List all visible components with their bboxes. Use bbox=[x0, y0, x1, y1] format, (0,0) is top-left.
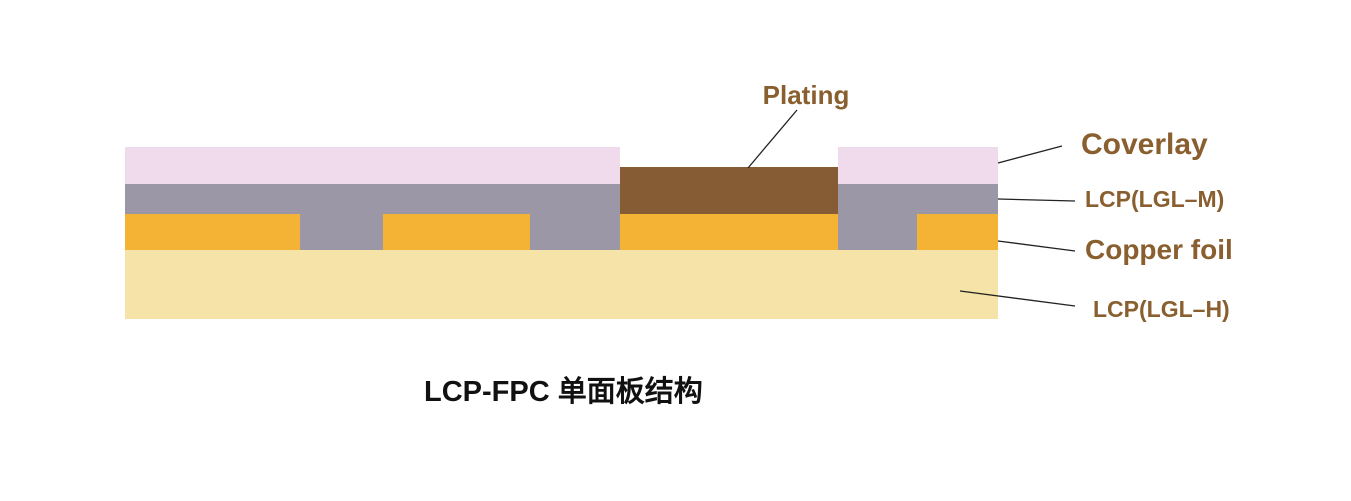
lcp-h-substrate-layer bbox=[125, 250, 998, 319]
diagram-caption: LCP-FPC 单面板结构 bbox=[424, 376, 703, 408]
copper-trace-2 bbox=[383, 214, 530, 250]
lcp-h-leader-line bbox=[959, 290, 1076, 307]
coverlay-label: Coverlay bbox=[1081, 128, 1208, 161]
plating-layer bbox=[620, 167, 838, 214]
lcp-h-label: LCP(LGL–H) bbox=[1093, 296, 1230, 322]
copper-foil-leader-line bbox=[997, 240, 1076, 252]
copper-trace-1 bbox=[125, 214, 300, 250]
coverlay-layer-right bbox=[838, 147, 998, 184]
plating-label: Plating bbox=[763, 80, 850, 110]
lcp-m-label: LCP(LGL–M) bbox=[1085, 186, 1224, 212]
coverlay-layer-left bbox=[125, 147, 620, 184]
lcp-m-leader-line bbox=[997, 198, 1076, 202]
coverlay-leader-line bbox=[997, 145, 1063, 164]
copper-foil-label: Copper foil bbox=[1085, 234, 1233, 265]
copper-trace-4 bbox=[917, 214, 998, 250]
copper-trace-3 bbox=[620, 214, 838, 250]
plating-leader-line bbox=[747, 109, 798, 169]
